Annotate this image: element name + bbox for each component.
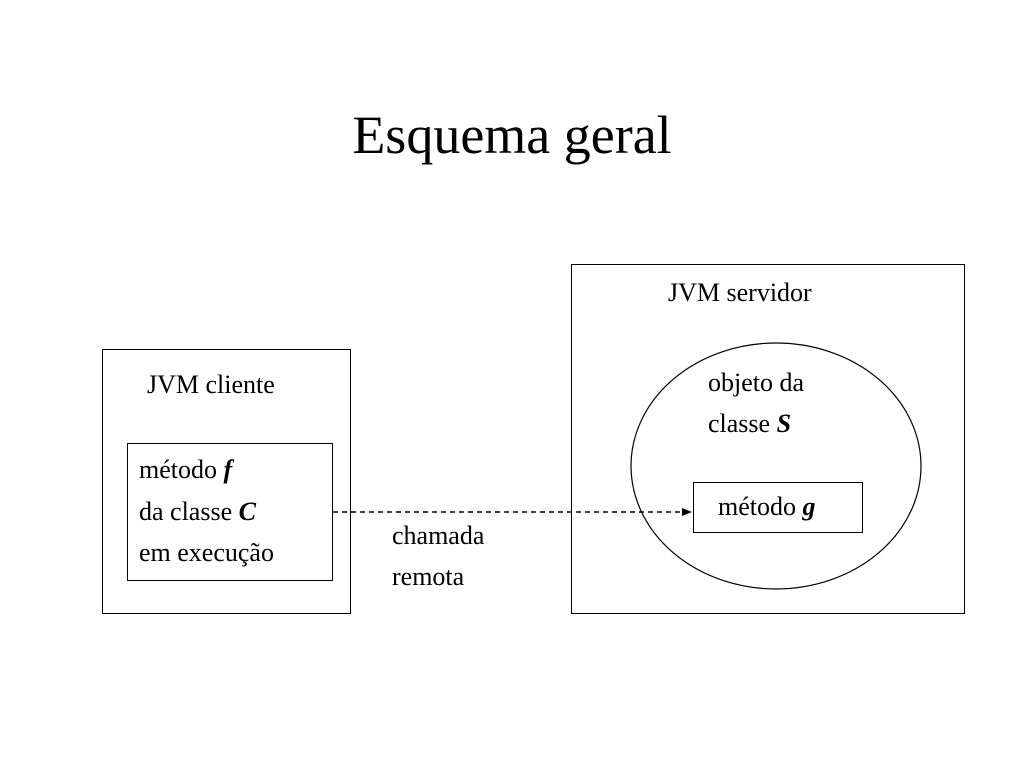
server-method-name: g [802,492,816,521]
server-method-label: método g [718,492,816,522]
server-method-box [693,482,863,533]
client-method-line2-text: da classe [139,497,239,526]
client-jvm-box [102,349,351,614]
server-jvm-label: JVM servidor [668,278,812,307]
client-class-name: C [238,497,256,526]
remote-call-line2: remota [392,562,465,591]
server-method-text: método [718,492,803,521]
server-object-line2-text: classe [708,409,777,438]
server-object-line1: objeto da [708,368,805,397]
client-method-name: f [223,455,233,484]
server-class-name: S [776,409,792,438]
client-method-line1-text: método [139,455,224,484]
server-object-line2: classe S [708,409,791,439]
client-method-line1: método f [139,455,232,485]
client-jvm-label: JVM cliente [147,370,275,399]
client-method-line2: da classe C [139,497,256,527]
remote-call-line1: chamada [392,521,485,550]
server-jvm-box [571,264,965,614]
slide-title: Esquema geral [352,105,672,165]
client-method-box [127,443,333,581]
client-method-line3: em execução [139,538,274,567]
